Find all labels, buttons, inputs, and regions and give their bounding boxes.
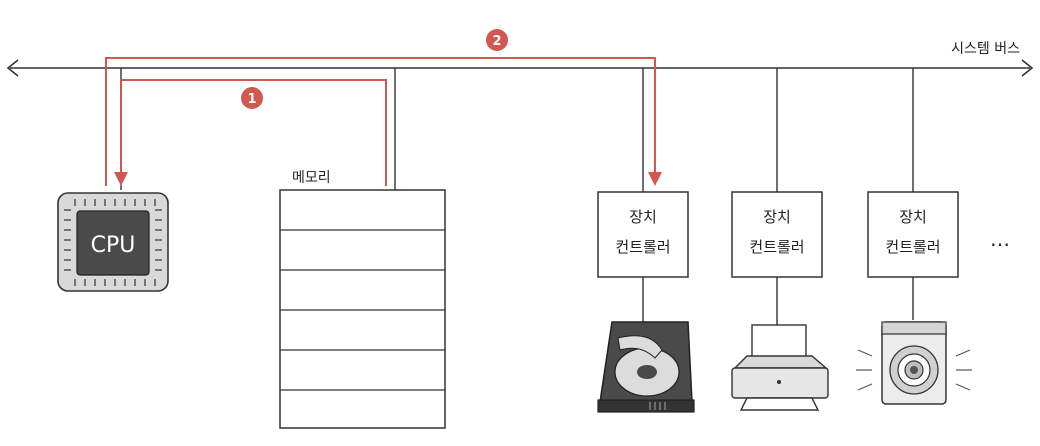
memory-block: 메모리 <box>279 170 446 429</box>
controller-2-line2: 컨트롤러 <box>749 238 804 256</box>
more-devices-ellipsis: … <box>990 227 1010 251</box>
path-2-arrow <box>105 57 662 186</box>
memory-label: 메모리 <box>292 170 331 186</box>
cpu-chip: CPU <box>57 192 169 292</box>
bus-right-arrow-icon <box>1021 59 1034 77</box>
controller-3-line2: 컨트롤러 <box>885 238 940 256</box>
memory-cells <box>280 229 445 391</box>
path-1-arrow <box>114 79 387 186</box>
device-controller-2: 장치 컨트롤러 <box>731 191 823 278</box>
device-controller-3: 장치 컨트롤러 <box>867 191 959 278</box>
controller-1-line2: 컨트롤러 <box>615 238 670 256</box>
step-1-marker: 1 <box>241 87 263 109</box>
sound-waves-icon <box>856 349 972 391</box>
hard-disk-icon <box>597 321 695 413</box>
controller-2-line1: 장치 <box>763 208 791 226</box>
arrow-head-icon <box>114 172 128 186</box>
cpu-label: CPU <box>91 233 136 258</box>
system-bus-label: 시스템 버스 <box>951 41 1020 57</box>
bus-left-arrow-icon <box>6 59 19 77</box>
device-controller-1: 장치 컨트롤러 <box>597 191 689 278</box>
speaker-icon <box>856 321 972 405</box>
system-bus: 시스템 버스 <box>6 41 1034 77</box>
arrow-head-icon <box>648 172 662 186</box>
controller-1-line1: 장치 <box>629 208 657 226</box>
printer-icon <box>731 324 829 411</box>
step-1-number: 1 <box>247 92 256 107</box>
step-2-number: 2 <box>492 34 501 49</box>
step-2-marker: 2 <box>486 29 508 51</box>
controller-3-line1: 장치 <box>899 208 927 226</box>
cpu-pins-icon <box>64 199 162 286</box>
